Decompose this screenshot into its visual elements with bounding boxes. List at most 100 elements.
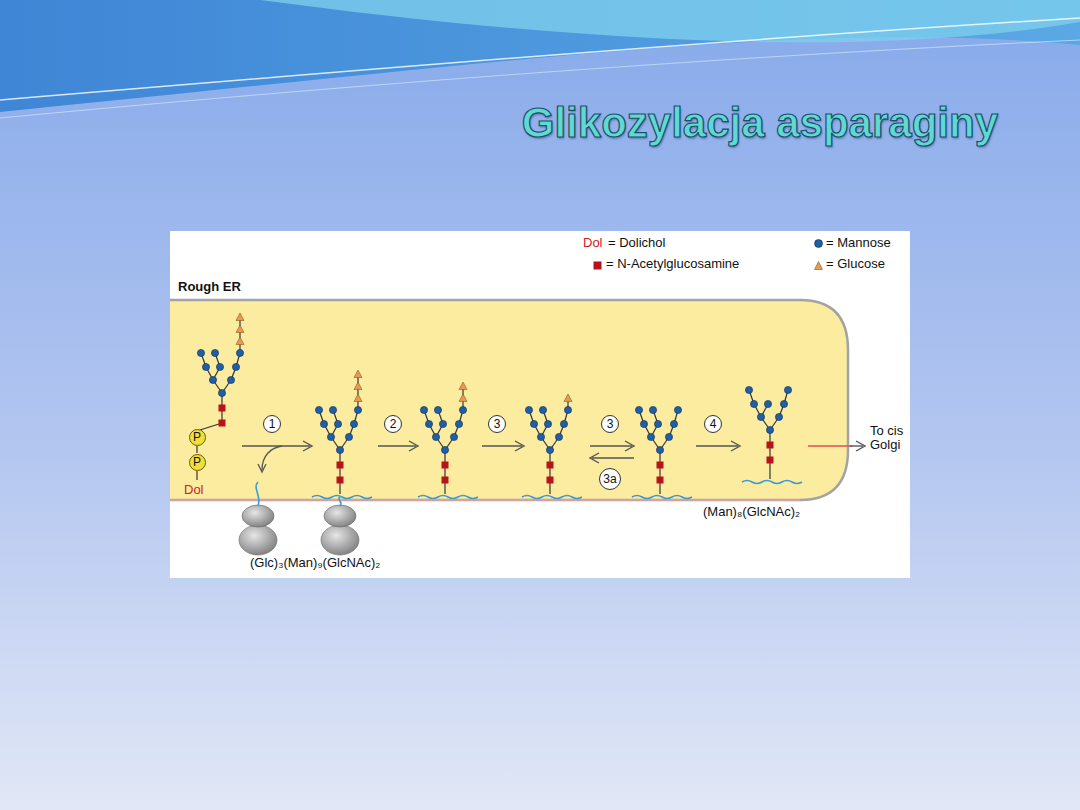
glucose-symbol	[354, 382, 362, 390]
glcnac-symbol	[767, 457, 774, 464]
dolichol-label: Dol	[184, 483, 204, 497]
compartment-label: Rough ER	[178, 280, 241, 294]
glcnac-symbol	[337, 462, 344, 469]
white-swoosh	[0, 18, 1080, 100]
mannose-symbol	[544, 420, 551, 427]
reaction-arrowhead	[856, 441, 865, 451]
node-text: 3	[494, 418, 501, 431]
destination-label: To cis Golgi	[870, 424, 904, 452]
glucose-symbol	[564, 394, 572, 402]
mannose-symbol	[218, 389, 225, 396]
glcnac-symbol	[657, 477, 664, 484]
node-text: P	[193, 431, 201, 444]
mannose-symbol	[640, 420, 647, 427]
polypeptide-chain	[256, 482, 259, 506]
figure-panel	[170, 231, 910, 578]
legend-swatch-shape	[815, 240, 823, 248]
mannose-symbol	[354, 406, 361, 413]
legend-symbol-text: Dol	[583, 236, 603, 250]
mannose-symbol	[232, 363, 239, 370]
er-lumen	[170, 300, 848, 500]
reaction-arrow	[378, 445, 416, 446]
mannose-symbol	[750, 400, 757, 407]
mannose-symbol	[202, 363, 209, 370]
er-membrane-inner	[170, 499, 800, 501]
mannose-symbol	[320, 420, 327, 427]
legend-text: = Dolichol	[608, 236, 665, 250]
legend-swatch	[814, 261, 823, 270]
mannose-symbol	[665, 433, 672, 440]
glucose-symbol	[236, 337, 244, 345]
mannose-symbol	[432, 433, 439, 440]
reaction-arrow	[696, 445, 738, 446]
mannose-symbol	[674, 406, 681, 413]
mannose-symbol	[439, 420, 446, 427]
reaction-arrow	[482, 445, 522, 446]
legend-swatch-shape	[815, 262, 823, 270]
glucose-symbol	[354, 370, 362, 378]
glycosidic-bond	[357, 374, 358, 410]
mannose-symbol	[555, 433, 562, 440]
mannose-symbol	[775, 413, 782, 420]
glcnac-symbol	[547, 477, 554, 484]
legend-swatch	[593, 261, 602, 270]
ribosome-large-subunit	[239, 525, 277, 555]
pyrophosphate-link	[196, 446, 197, 453]
mannose-symbol	[459, 406, 466, 413]
mannose-symbol	[530, 420, 537, 427]
step-number: 3	[488, 415, 506, 433]
mannose-symbol	[564, 406, 571, 413]
er-membrane	[170, 300, 848, 500]
step-number: 1	[263, 415, 281, 433]
mannose-symbol	[425, 420, 432, 427]
mannose-symbol	[345, 433, 352, 440]
glcnac-symbol	[219, 405, 226, 412]
mannose-symbol	[560, 420, 567, 427]
mannose-symbol	[757, 413, 764, 420]
mannose-symbol	[216, 363, 223, 370]
mannose-symbol	[784, 386, 791, 393]
mannose-symbol	[197, 349, 204, 356]
mannose-symbol	[227, 376, 234, 383]
mannose-symbol	[315, 406, 322, 413]
mannose-symbol	[350, 420, 357, 427]
mannose-symbol	[329, 406, 336, 413]
legend-text: = Glucose	[826, 257, 885, 271]
ribosome-large-subunit	[321, 525, 359, 555]
step-number: 3	[601, 415, 619, 433]
mannose-symbol	[635, 406, 642, 413]
mannose-symbol	[336, 446, 343, 453]
glcnac-symbol	[767, 442, 774, 449]
glcnac-symbol	[337, 477, 344, 484]
reaction-arrow	[850, 445, 863, 446]
mannose-symbol	[546, 446, 553, 453]
node-text: 2	[390, 418, 397, 431]
step-number: 2	[384, 415, 402, 433]
legend-swatch-shape	[594, 262, 602, 270]
glcnac-symbol	[442, 462, 449, 469]
polypeptide-chain	[339, 497, 341, 506]
dolichol-release-arrowhead	[258, 464, 266, 472]
mannose-symbol	[537, 433, 544, 440]
mannose-symbol	[764, 400, 771, 407]
ribosome-small-subunit	[324, 505, 356, 527]
node-text: P	[193, 456, 201, 469]
slide-title: Glikozylacja asparaginy	[522, 98, 998, 148]
glcnac-symbol	[219, 420, 226, 427]
node-text: 3a	[603, 473, 616, 486]
glucose-symbol	[236, 325, 244, 333]
glucose-symbol	[459, 394, 467, 402]
reaction-arrowhead	[409, 441, 418, 451]
reaction-arrowhead	[625, 441, 634, 451]
glycan-formula: (Man)₈(GlcNAc)₂	[703, 505, 800, 519]
glcnac-symbol	[657, 462, 664, 469]
reaction-arrow	[590, 445, 632, 446]
legend-text: = Mannose	[826, 236, 891, 250]
legend-swatch	[814, 239, 823, 248]
top-wave	[0, 0, 1080, 112]
reaction-arrow	[242, 445, 310, 446]
polypeptide-chain	[312, 496, 372, 499]
reaction-arrowhead	[590, 453, 599, 463]
mannose-symbol	[455, 420, 462, 427]
